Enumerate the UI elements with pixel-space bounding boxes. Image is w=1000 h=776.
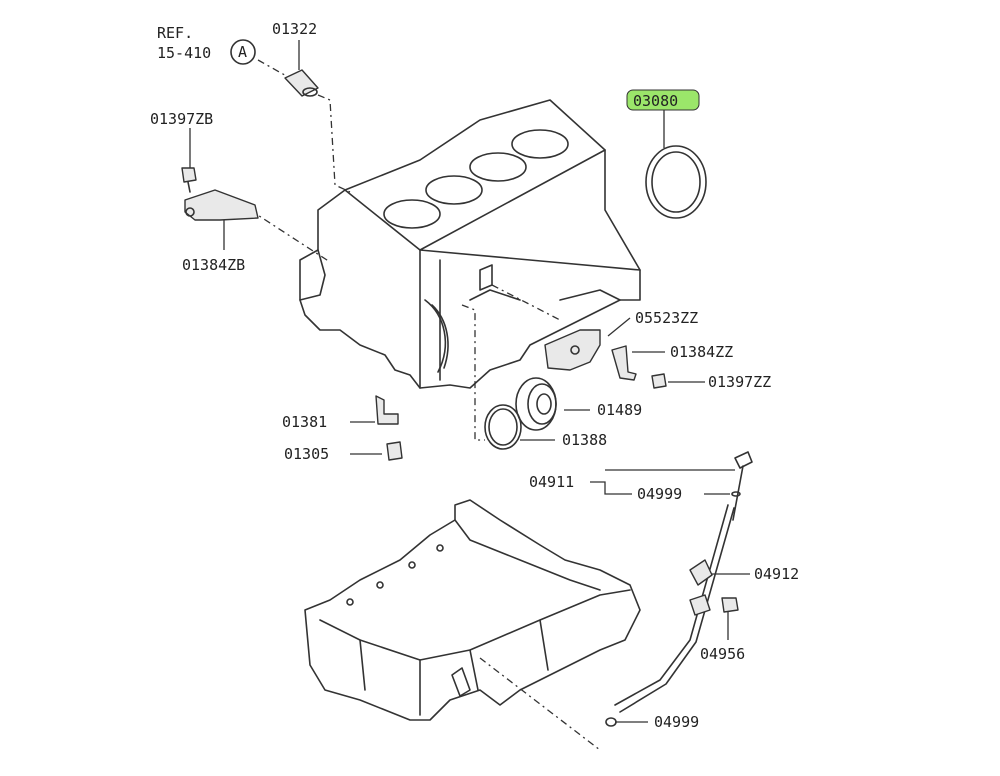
dipstick-part <box>731 451 753 521</box>
part-label-05523zz[interactable]: 05523ZZ <box>635 309 698 327</box>
part-label-04999-lower[interactable]: 04999 <box>654 713 699 731</box>
part-label-01381[interactable]: 01381 <box>282 413 327 431</box>
engine-block-illustration <box>299 99 641 389</box>
part-highlight <box>626 89 700 111</box>
reference-label: REF. <box>157 24 193 42</box>
plug-01305-part <box>386 441 403 461</box>
sprocket-01489-part <box>515 377 557 431</box>
part-label-04999-upper[interactable]: 04999 <box>637 485 682 503</box>
part-label-04956[interactable]: 04956 <box>700 645 745 663</box>
bolt-04956-part <box>721 597 739 613</box>
part-labels: 01322 03080 01397ZB 01384ZB 05523ZZ 0138… <box>150 20 799 731</box>
bracket-01381-part <box>375 395 399 425</box>
part-label-01384zz[interactable]: 01384ZZ <box>670 343 733 361</box>
dowel-pin-part <box>284 69 319 97</box>
bracket-01384zz-part <box>611 345 637 381</box>
o-ring-04999-part <box>605 717 617 727</box>
bolt-01397zz-part <box>651 373 667 389</box>
part-label-01489[interactable]: 01489 <box>597 401 642 419</box>
reference-callout[interactable]: REF. 15-410 A <box>157 24 256 65</box>
leader-lines <box>189 40 750 751</box>
o-ring-01388-part <box>484 404 522 450</box>
part-label-01397zz[interactable]: 01397ZZ <box>708 373 771 391</box>
bracket-05523zz-part <box>544 329 601 371</box>
dipstick-guide-tube-part <box>614 504 735 713</box>
bracket-01384zb-part <box>184 189 259 221</box>
part-label-01397zb[interactable]: 01397ZB <box>150 110 213 128</box>
oil-pan-illustration <box>304 499 641 721</box>
reference-circle-letter: A <box>238 43 247 61</box>
part-label-01322[interactable]: 01322 <box>272 20 317 38</box>
part-label-01388[interactable]: 01388 <box>562 431 607 449</box>
part-label-01305[interactable]: 01305 <box>284 445 329 463</box>
bolt-01397zb-part <box>181 167 197 193</box>
part-label-04912[interactable]: 04912 <box>754 565 799 583</box>
rear-oil-seal-part <box>645 145 707 219</box>
reference-circle-icon <box>230 39 256 65</box>
part-label-01384zb[interactable]: 01384ZB <box>182 256 245 274</box>
reference-number: 15-410 <box>157 44 211 62</box>
part-label-04911[interactable]: 04911 <box>529 473 574 491</box>
part-label-03080[interactable]: 03080 <box>633 92 678 110</box>
